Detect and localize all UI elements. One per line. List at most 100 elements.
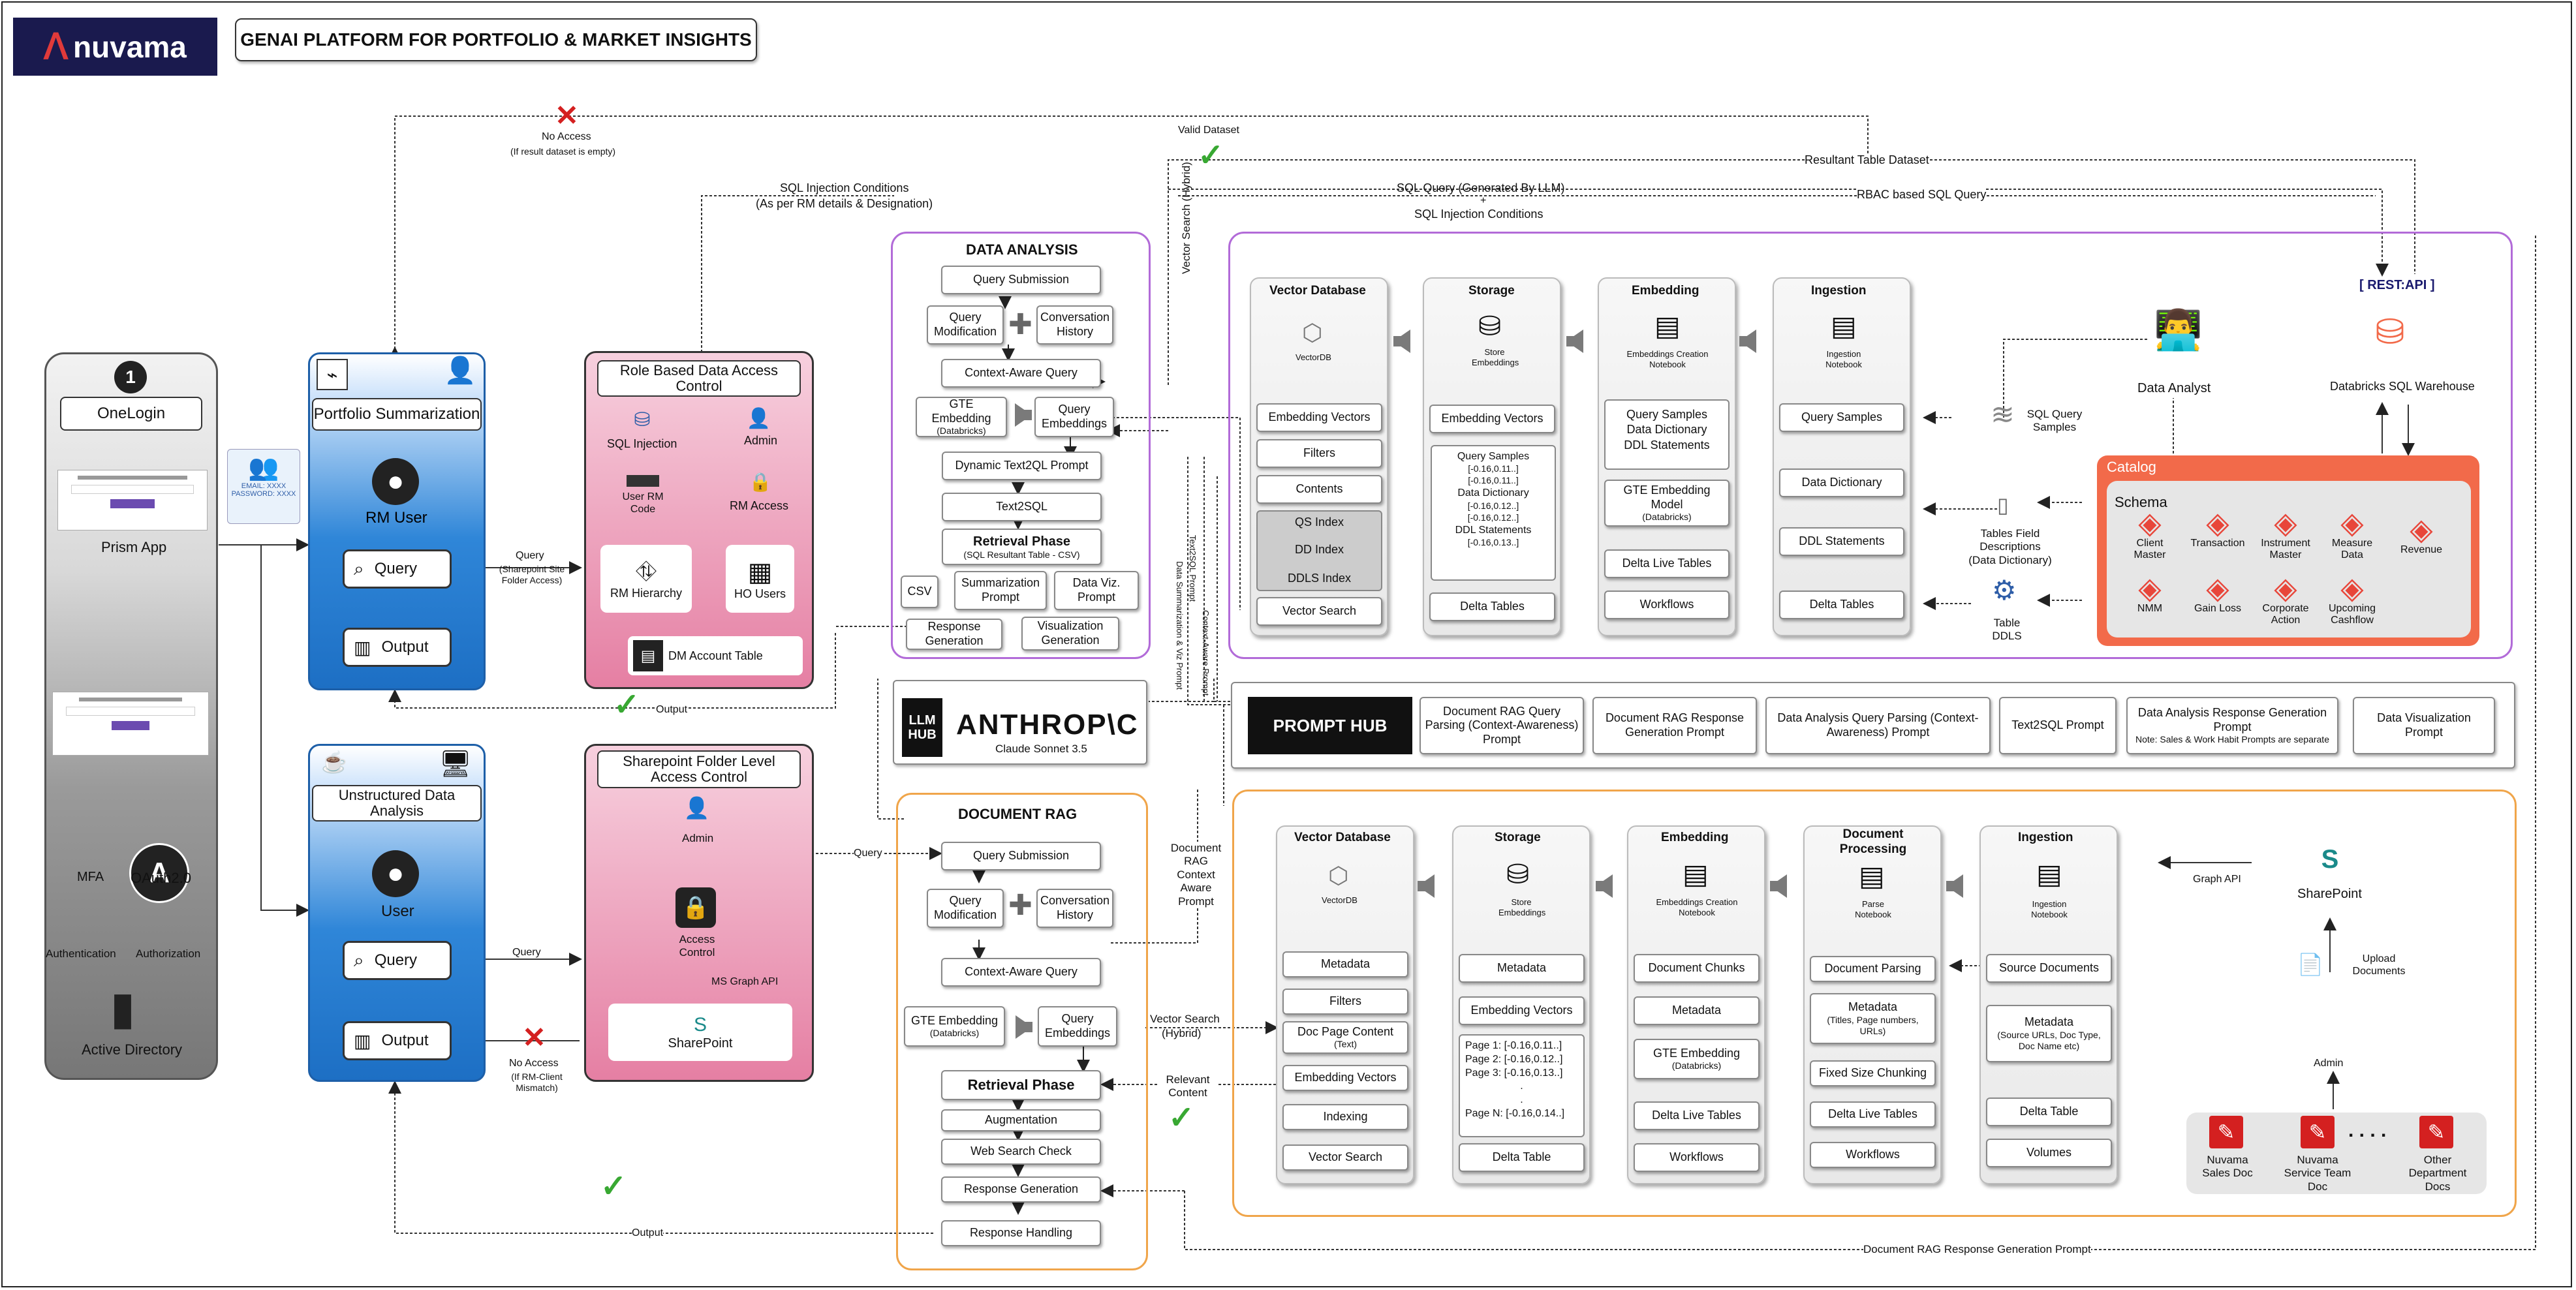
no-access-2-label: No Access <box>509 1058 559 1069</box>
o-emb-item-4: Delta Live Tables <box>1634 1101 1760 1130</box>
p-ingestion <box>1773 277 1911 636</box>
pdf-icon: ✎ <box>2301 1116 2335 1148</box>
data-analyst-label: Data Analyst <box>2137 381 2211 395</box>
unstructured-title: Unstructured Data Analysis <box>312 785 482 822</box>
sql-injection-label: SQL Injection <box>607 437 677 450</box>
o-embedding-title: Embedding <box>1661 831 1729 844</box>
p-emb-dlt: Delta Live Tables <box>1604 549 1730 578</box>
gear-db-icon: ⚙ <box>1992 575 2017 606</box>
user-label: User <box>381 902 414 920</box>
o-emb-gte-sub: (Databricks) <box>1671 1060 1722 1071</box>
catalog-table-label: Instrument Master <box>2261 538 2310 561</box>
catalog-table-2: ◈Instrument Master <box>2258 508 2313 561</box>
table-stack-icon: ◈ <box>2206 506 2229 540</box>
p-store-emb-label: Store Embeddings <box>1472 347 1519 367</box>
p-vectordb-label: VectorDB <box>1296 352 1331 362</box>
oauth-icon: A <box>129 843 189 903</box>
o-vdb-item-5: Indexing <box>1282 1104 1408 1130</box>
arrow-right-icon <box>1016 1015 1032 1039</box>
sharepoint-box: S SharePoint <box>608 1004 792 1061</box>
store-db-icon: ⛁ <box>1506 859 1530 889</box>
p-storage-delta: Delta Tables <box>1429 592 1555 621</box>
graph-api-label: Graph API <box>2193 874 2241 885</box>
o-store-emb-label: Store Embeddings <box>1498 897 1546 917</box>
o-dp-item-1: Document Parsing <box>1810 956 1936 982</box>
dr-query-mod: Query Modification <box>927 889 1004 928</box>
doc-rag-prompt-label: Document RAG Context Aware Prompt <box>1165 842 1227 908</box>
o-vdb-item-4: Embedding Vectors <box>1282 1065 1408 1091</box>
admin-label: Admin <box>2314 1058 2344 1069</box>
ms-graph-label: MS Graph API <box>711 976 779 987</box>
da-gte-label: GTE Embedding <box>931 397 991 425</box>
active-directory-icon: ▮ <box>110 983 136 1034</box>
arrow-right-icon <box>1015 403 1032 427</box>
o-dp-meta-label: Metadata <box>1848 1000 1898 1014</box>
p-storage-samples: Query Samples [-0.16,0.11..] [-0.16,0.11… <box>1431 445 1556 581</box>
edge-output-portfolio <box>388 633 836 709</box>
prism-login-screenshot <box>57 470 208 530</box>
vs-doc-label: Vector Search <box>1150 1013 1220 1026</box>
o-storage-item-1: Metadata <box>1459 954 1585 983</box>
sql-query-llm-label: SQL Query (Generated By LLM) <box>1397 181 1565 194</box>
notebook-icon: ▤ <box>1683 859 1709 889</box>
o-vdb-item-1: Metadata <box>1282 951 1408 977</box>
portfolio-title: Portfolio Summarization <box>312 398 482 431</box>
store-db-icon: ⛁ <box>1478 311 1502 341</box>
plus-icon: ✚ <box>1008 309 1032 341</box>
unstructured-output-button[interactable]: ▥ Output <box>343 1021 452 1060</box>
plus-icon: ✚ <box>1008 889 1032 921</box>
active-directory-label: Active Directory <box>82 1041 183 1058</box>
da-csv: CSV <box>901 576 939 608</box>
rbac-panel <box>584 351 814 689</box>
valid-dataset-label: Valid Dataset <box>1178 125 1239 136</box>
edge-output-unstr <box>388 1081 933 1234</box>
prompt-item-5: Data Analysis Response Generation Prompt… <box>2126 697 2338 754</box>
o-emb-item-5: Workflows <box>1634 1143 1760 1172</box>
query-label-3: Query <box>854 847 882 860</box>
sql-inj-cond-sub: (As per RM details & Designation) <box>756 197 933 210</box>
notebook-icon: ▤ <box>1859 861 1885 891</box>
da-context-query: Context-Aware Query <box>941 359 1101 388</box>
sp-label: SharePoint <box>668 1036 733 1051</box>
p-ingestion-title: Ingestion <box>1811 284 1867 298</box>
portfolio-output-button[interactable]: ▥ Output <box>343 628 452 667</box>
portfolio-query-button[interactable]: ⌕ Query <box>343 549 452 589</box>
qs-index: QS Index <box>1294 515 1344 529</box>
table-icon: ▤ <box>633 640 663 671</box>
p-vdb-index-group: QS Index DD Index DDLS Index <box>1256 510 1382 591</box>
purple-pipeline-panel <box>1228 232 2513 659</box>
p-vdb-item-1: Embedding Vectors <box>1256 403 1382 432</box>
catalog-table-label: Revenue <box>2400 544 2443 555</box>
da-retrieval: Retrieval Phase(SQL Resultant Table - CS… <box>942 529 1102 565</box>
o-parse-label: Parse Notebook <box>1855 899 1891 919</box>
da-dyn-prompt: Dynamic Text2QL Prompt <box>942 452 1102 480</box>
o-dp-item-2: Metadata(Titles, Page numbers, URLs) <box>1810 993 1936 1044</box>
edge-da-prompt3 <box>1187 457 1230 705</box>
unstructured-query-button[interactable]: ⌕ Query <box>343 941 452 980</box>
o-dp-item-3: Fixed Size Chunking <box>1810 1060 1936 1086</box>
p-vdb-item-3: Contents <box>1256 475 1382 504</box>
catalog-table-label: NMM <box>2137 603 2163 614</box>
vector-search-hybrid-label: Vector Search (Hybrid) <box>1180 162 1192 274</box>
rm-user-avatar: ● <box>372 458 419 505</box>
e-grp-1: Data Dictionary <box>1626 423 1707 437</box>
tables-dd-label: Tables Field Descriptions (Data Dictiona… <box>1968 527 2052 566</box>
s-sample-4: [-0.16,0.12..] <box>1467 500 1519 511</box>
arrow-left-icon <box>1566 330 1583 353</box>
id-email: EMAIL: XXXX <box>241 482 287 490</box>
o-ing-notebook-label: Ingestion Notebook <box>2031 899 2068 919</box>
plus-label: + <box>1480 195 1487 206</box>
data-summ-prompt-label: Data Summarization & Viz Prompt <box>1175 561 1185 690</box>
relevant-check-icon: ✓ <box>1168 1101 1195 1135</box>
data-analysis-panel <box>891 232 1151 659</box>
dr-gte: GTE Embedding(Databricks) <box>904 1006 1005 1047</box>
text2sql-prompt-label: Text2SQL Prompt <box>1188 535 1198 602</box>
ho-users-box: ▦ HO Users <box>726 545 794 613</box>
resultant-table-label: Resultant Table Dataset <box>1805 153 1929 168</box>
e-grp-2: DDL Statements <box>1624 438 1710 452</box>
da-query-emb: Query Embeddings <box>1034 397 1114 437</box>
bar-chart-icon: ▥ <box>354 1030 371 1051</box>
da-conv-hist: Conversation History <box>1036 305 1113 345</box>
edge-analyst-samples <box>2003 339 2147 418</box>
sp-admin-label: Admin <box>682 832 714 844</box>
